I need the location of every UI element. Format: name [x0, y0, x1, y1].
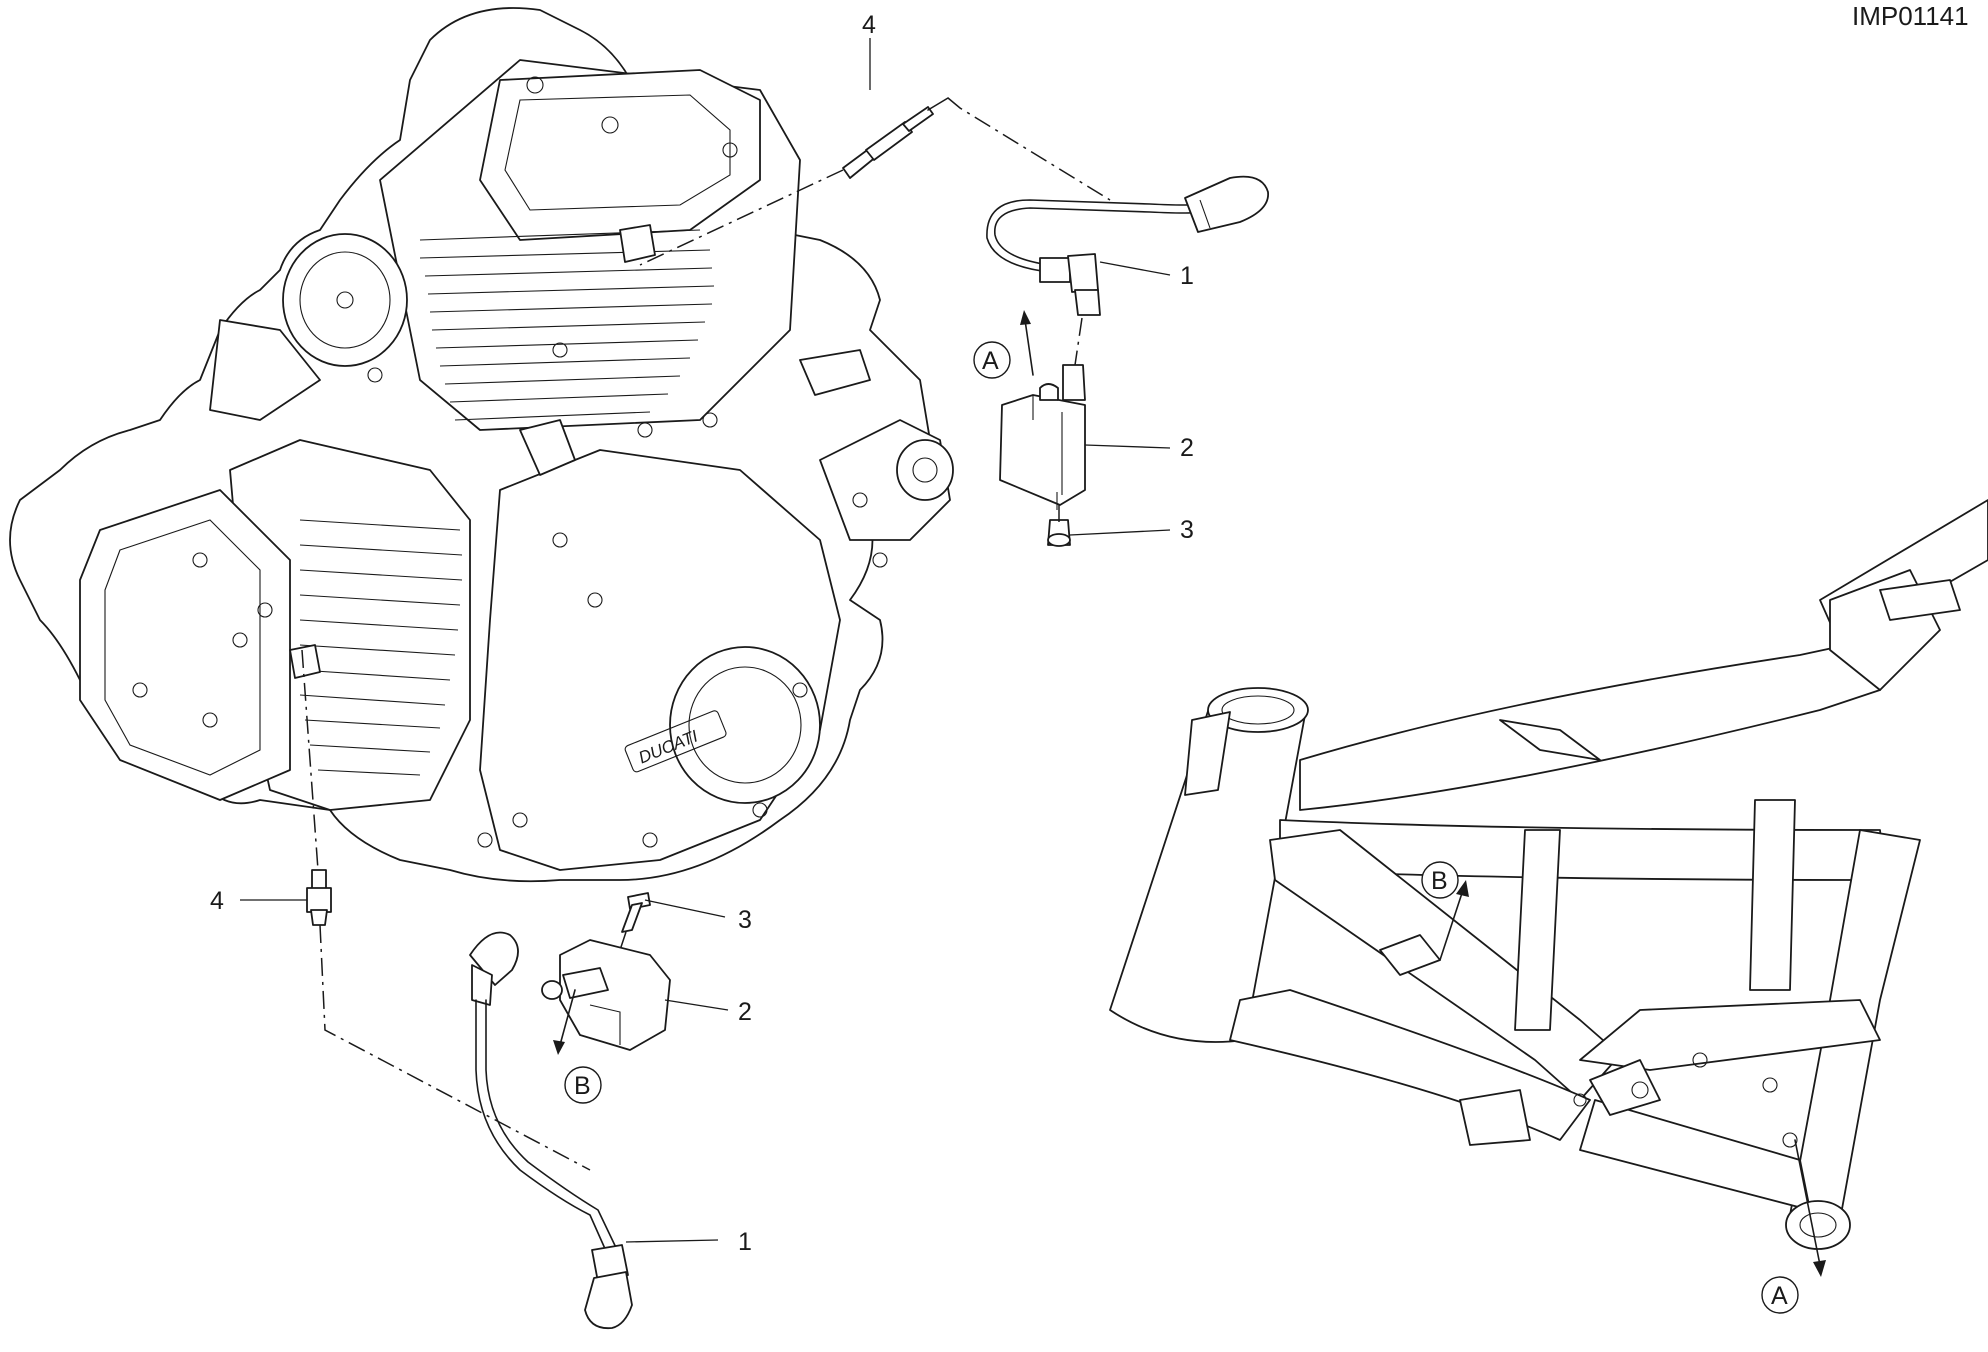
ht-lead-rear — [986, 175, 1269, 316]
callout-ref-a-frame: A — [1771, 1282, 1788, 1310]
reference-arrow-a-frame — [1794, 1139, 1826, 1277]
coil-screw-rear — [1047, 519, 1071, 547]
callout-ref-b-frame: B — [1431, 867, 1448, 895]
spark-plug-rear — [842, 97, 949, 179]
callout-4-top: 4 — [862, 11, 876, 39]
front-cylinder-ignition-group: 4 3 2 B — [210, 649, 752, 1330]
frame-illustration: A B — [1109, 499, 1988, 1314]
callout-ref-a-top: A — [982, 347, 999, 375]
ignition-coil-rear — [999, 364, 1086, 510]
callout-ref-b-bottom: B — [574, 1072, 591, 1100]
callout-4-bottom: 4 — [210, 887, 224, 915]
ht-lead-front — [469, 931, 633, 1330]
ignition-coil-front — [541, 939, 671, 1051]
callout-2-top: 2 — [1180, 434, 1194, 462]
coil-screw-front — [621, 892, 651, 933]
spark-plug-front — [306, 869, 332, 926]
callout-1-bottom: 1 — [738, 1228, 752, 1256]
callout-3-top: 3 — [1180, 516, 1194, 544]
callout-1-top: 1 — [1180, 262, 1194, 290]
callout-2-bottom: 2 — [738, 998, 752, 1026]
drawing-code: IMP01141 — [1852, 1, 1969, 31]
callout-3-bottom: 3 — [738, 906, 752, 934]
engine-illustration: DUCATI — [9, 7, 954, 883]
reference-arrow-b-frame — [1439, 880, 1469, 961]
reference-arrow-b-bottom — [553, 989, 576, 1055]
reference-arrow-a-top — [1020, 310, 1034, 376]
rear-cylinder-ignition-group: A 4 1 2 3 — [639, 11, 1269, 547]
